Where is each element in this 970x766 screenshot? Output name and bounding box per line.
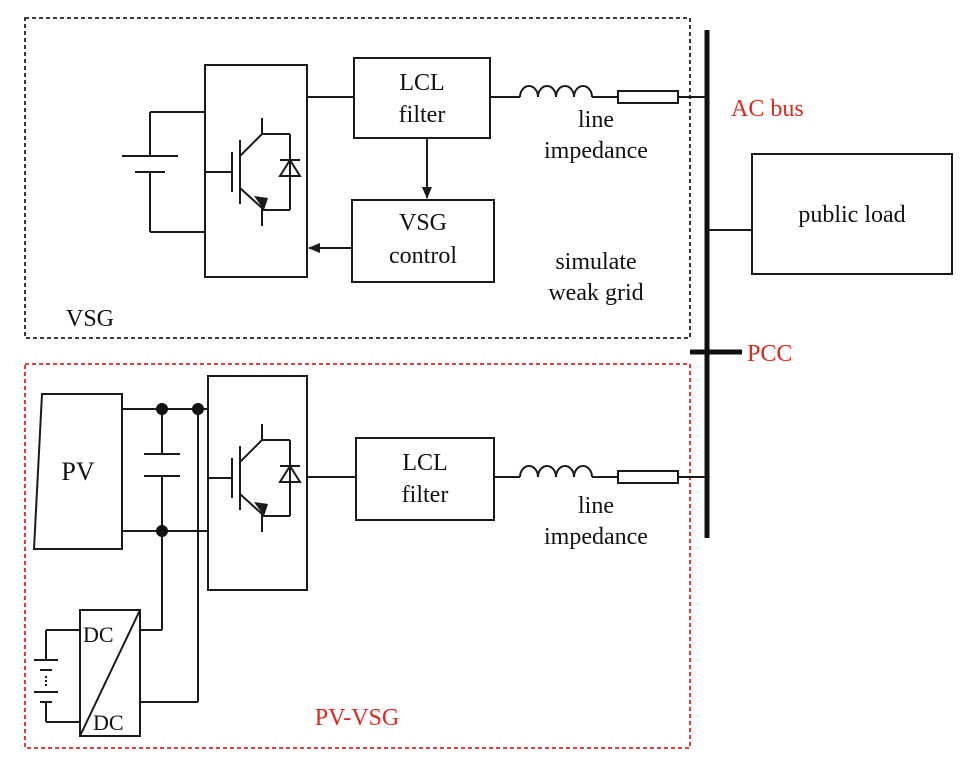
resistor-icon: [617, 90, 679, 104]
pv-filter-label-2: filter: [402, 482, 449, 508]
pv-label: PV: [61, 457, 94, 486]
vsg-filter-label-2: filter: [399, 102, 446, 128]
inductor-icon: [519, 85, 593, 98]
pv-filter-label-1: LCL: [402, 450, 447, 476]
dc-bottom-label: DC: [93, 710, 124, 735]
weak-grid-label-2: weak grid: [548, 280, 643, 306]
pv-panel-icon: [32, 393, 123, 550]
public-load-box: [751, 153, 953, 275]
vsg-filter-label-1: LCL: [399, 70, 444, 96]
igbt-switch-icon: [208, 424, 302, 532]
inductor-icon: [519, 465, 593, 478]
igbt-switch-icon: [205, 118, 302, 226]
dc-top-label: DC: [83, 622, 114, 647]
battery-icon: [122, 111, 205, 233]
public-load-label: public load: [798, 202, 905, 228]
capacitor-icon: [144, 409, 180, 531]
vsg-control-label-2: control: [389, 243, 457, 269]
junction-dot: [156, 403, 168, 415]
pv-lcl-filter-box: [355, 437, 495, 521]
pv-impedance-label-1: line: [578, 493, 614, 519]
pv-impedance-label-2: impedance: [544, 524, 648, 550]
ac-bus-label: AC bus: [731, 96, 804, 122]
pcc-label: PCC: [747, 341, 792, 367]
vsg-region-label: VSG: [66, 306, 114, 332]
vsg-region-border: [24, 17, 691, 339]
pv-vsg-region-label: PV-VSG: [315, 705, 399, 731]
resistor-icon: [617, 470, 679, 484]
vsg-control-box: [351, 199, 495, 283]
weak-grid-label-1: simulate: [555, 249, 636, 275]
vsg-impedance-label-2: impedance: [544, 138, 648, 164]
pv-vsg-region-border: [24, 363, 691, 749]
vsg-impedance-label-1: line: [578, 107, 614, 133]
battery-icon: [34, 629, 80, 723]
vsg-control-label-1: VSG: [399, 210, 447, 236]
dc-dc-converter-icon: [79, 609, 141, 737]
